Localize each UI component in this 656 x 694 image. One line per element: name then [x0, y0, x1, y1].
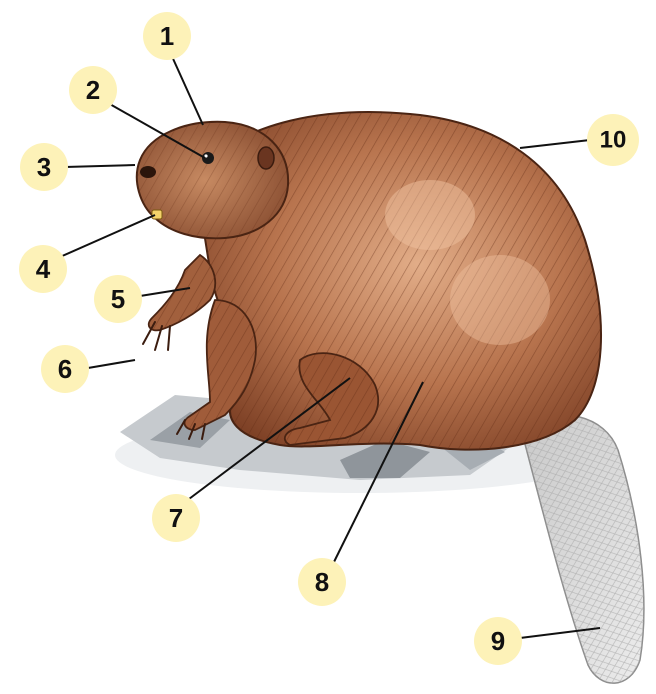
label-1-text: 1 — [160, 21, 174, 51]
beaver-nose — [140, 166, 156, 178]
label-6-text: 6 — [58, 354, 72, 384]
leader-line-4 — [60, 215, 155, 257]
leader-line-6 — [88, 360, 135, 368]
label-9: 9 — [474, 617, 522, 665]
beaver-head — [137, 122, 288, 238]
beaver-ear — [258, 147, 274, 169]
label-9-text: 9 — [491, 626, 505, 656]
leader-line-1 — [170, 52, 203, 125]
label-5-text: 5 — [111, 284, 125, 314]
label-8: 8 — [298, 558, 346, 606]
label-7-text: 7 — [169, 503, 183, 533]
label-4: 4 — [19, 245, 67, 293]
front-paw-raised — [143, 255, 215, 350]
label-8-text: 8 — [315, 567, 329, 597]
leader-line-10 — [520, 140, 590, 148]
label-3-text: 3 — [37, 152, 51, 182]
label-7: 7 — [152, 494, 200, 542]
label-4-text: 4 — [36, 254, 51, 284]
label-3: 3 — [20, 143, 68, 191]
label-10: 10 — [587, 114, 639, 166]
leader-line-3 — [65, 165, 135, 167]
beaver-tail — [520, 415, 644, 683]
label-6: 6 — [41, 345, 89, 393]
beaver-teeth — [152, 210, 162, 219]
label-2-text: 2 — [86, 75, 100, 105]
label-1: 1 — [143, 12, 191, 60]
label-10-text: 10 — [600, 127, 627, 154]
label-5: 5 — [94, 275, 142, 323]
label-2: 2 — [69, 66, 117, 114]
